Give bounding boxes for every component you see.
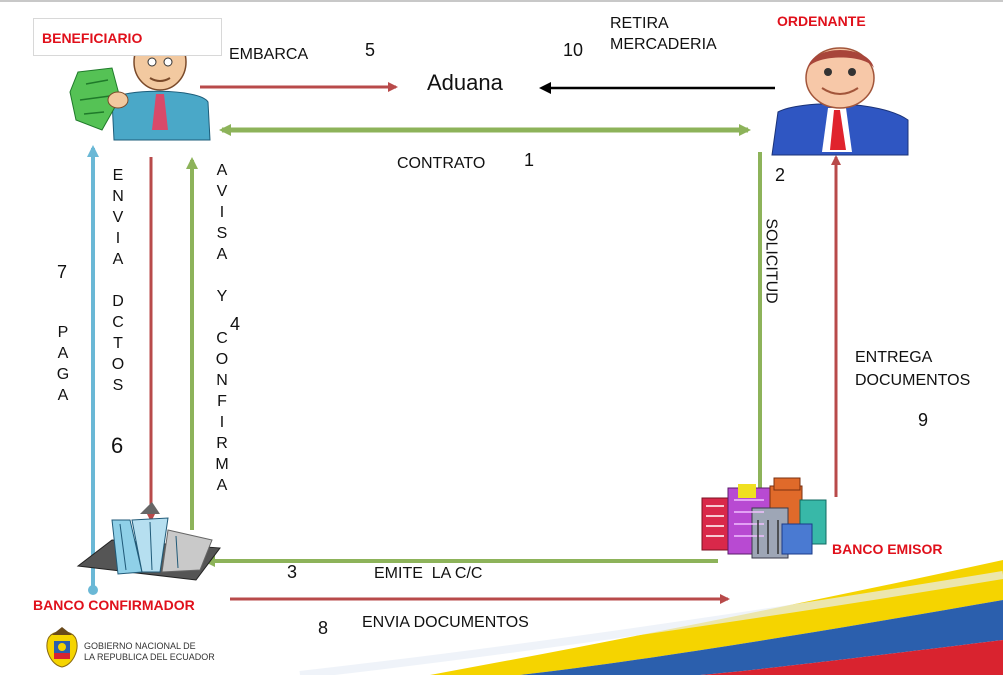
contrato-number: 1 xyxy=(524,150,535,170)
logo-text-line2: LA REPUBLICA DEL ECUADOR xyxy=(84,652,215,662)
solicitud-label: SOLICITUD xyxy=(762,218,780,304)
banco-emisor-illustration xyxy=(701,477,827,559)
paga-start-dot xyxy=(88,585,98,595)
paga-number: 7 xyxy=(57,262,68,282)
flag-swoosh xyxy=(299,560,1003,675)
ordenante-illustration xyxy=(771,47,909,156)
envia-dctos-number: 6 xyxy=(111,433,124,458)
entrega-label-line2: DOCUMENTOS xyxy=(855,372,971,389)
logo-text-line1: GOBIERNO NACIONAL DE xyxy=(84,641,196,651)
entrega-number: 9 xyxy=(918,410,929,430)
beneficiario-label-box xyxy=(33,18,222,56)
solicitud-number: 2 xyxy=(775,165,786,185)
entrega-label-line1: ENTREGA xyxy=(855,349,933,366)
avisa-number: 4 xyxy=(230,314,241,334)
banco-emisor-label: BANCO EMISOR xyxy=(832,541,943,557)
ecuador-coat-of-arms-icon xyxy=(46,627,78,668)
retira-number: 10 xyxy=(563,40,584,60)
envia-documentos-number: 8 xyxy=(318,618,329,638)
emite-number: 3 xyxy=(287,562,298,582)
embarca-number: 5 xyxy=(365,40,376,60)
emite-label: EMITE LA C/C xyxy=(374,565,483,582)
aduana-label: Aduana xyxy=(427,70,503,95)
retira-label-line1: RETIRA xyxy=(610,15,669,32)
retira-label-line2: MERCADERIA xyxy=(610,36,717,53)
ordenante-label: ORDENANTE xyxy=(777,13,866,29)
banco-confirmador-illustration xyxy=(76,502,221,581)
envia-documentos-label: ENVIA DOCUMENTOS xyxy=(362,614,529,631)
embarca-label: EMBARCA xyxy=(229,46,309,63)
top-rule xyxy=(0,0,1003,2)
banco-confirmador-label: BANCO CONFIRMADOR xyxy=(33,597,195,613)
contrato-label: CONTRATO xyxy=(397,155,486,172)
beneficiario-label: BENEFICIARIO xyxy=(42,30,143,46)
